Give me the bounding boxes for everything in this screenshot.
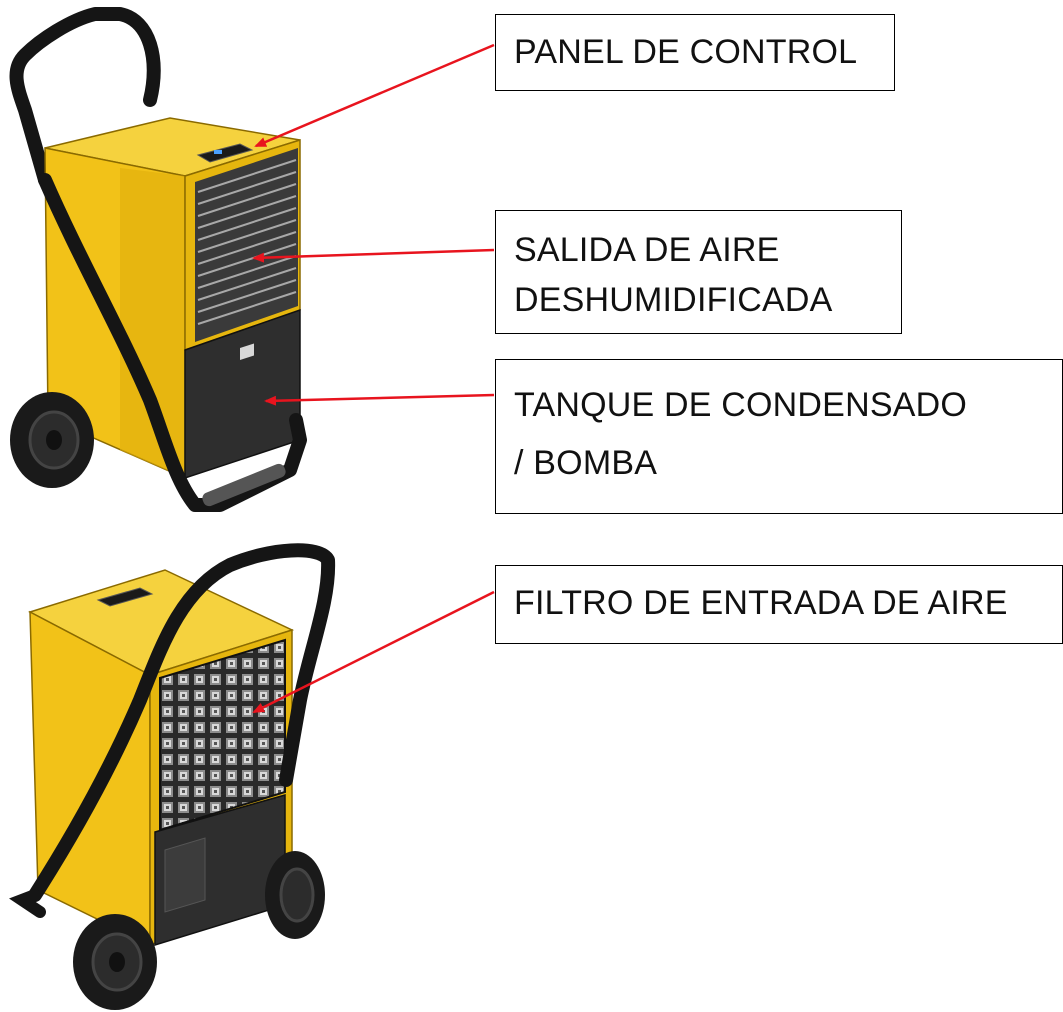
arrow-tanque [264, 393, 495, 406]
label-tanque-line1: TANQUE DE CONDENSADO [514, 386, 967, 424]
rear-view-dehumidifier [9, 543, 336, 1010]
label-panel-control: PANEL DE CONTROL [514, 33, 858, 71]
callout-arrows [252, 43, 495, 714]
callout-tanque: TANQUE DE CONDENSADO / BOMBA [495, 359, 1063, 514]
rear-control-panel [96, 587, 154, 607]
front-view-dehumidifier [9, 7, 307, 512]
front-handle-back [9, 7, 161, 187]
front-handle-grip [202, 463, 286, 507]
rear-wheel-left [73, 914, 157, 1010]
callout-salida-aire: SALIDA DE AIRE DESHUMIDIFICADA [495, 210, 902, 334]
front-handle-front [38, 173, 307, 512]
rear-handle [28, 543, 336, 902]
rear-wheel-right [265, 851, 325, 939]
callout-filtro: FILTRO DE ENTRADA DE AIRE [495, 565, 1063, 644]
air-inlet-filter [159, 638, 286, 832]
control-panel [196, 143, 254, 163]
arrow-filtro [252, 590, 495, 714]
front-wheel [10, 392, 94, 488]
tank-handle-slot [240, 343, 254, 361]
callout-panel-control: PANEL DE CONTROL [495, 14, 895, 91]
air-outlet-louvers [197, 159, 297, 325]
arrow-panel-control [254, 43, 495, 148]
label-tanque-line2: / BOMBA [514, 444, 658, 482]
label-salida-line1: SALIDA DE AIRE [514, 231, 780, 269]
label-filtro: FILTRO DE ENTRADA DE AIRE [514, 584, 1008, 622]
arrow-salida-aire [252, 248, 495, 263]
label-salida-line2: DESHUMIDIFICADA [514, 281, 833, 319]
